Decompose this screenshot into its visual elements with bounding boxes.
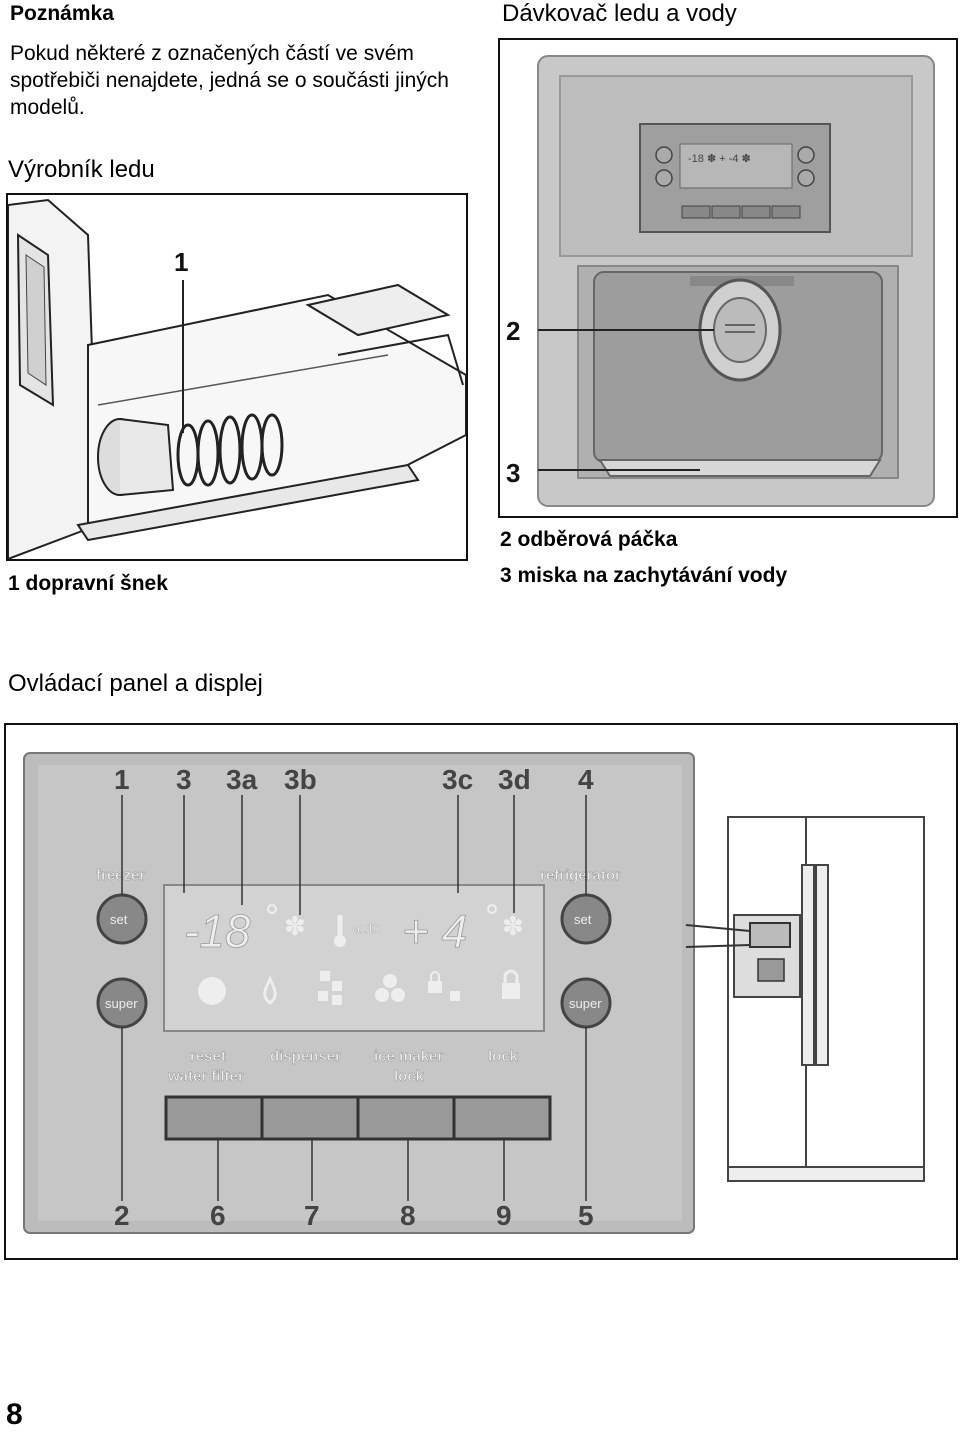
snowflake-icon-2: ✽ <box>502 911 524 941</box>
page-number: 8 <box>6 1398 23 1431</box>
auto-label: auto <box>352 920 381 937</box>
dispenser-title: Dávkovač ledu a vody <box>502 0 737 27</box>
note-title: Poznámka <box>10 2 114 25</box>
callout-1: 1 <box>174 247 188 277</box>
reset-water-filter-button[interactable] <box>164 1095 264 1141</box>
callout-2: 2 <box>506 316 520 346</box>
ice-maker-title: Výrobník ledu <box>8 156 155 183</box>
ice-cubes-icon <box>375 974 405 1002</box>
ice-lock-icon <box>428 971 460 1001</box>
ice-maker-label: ice maker <box>374 1048 443 1065</box>
reset-label: reset <box>190 1048 226 1065</box>
cp-callout-1: 1 <box>114 764 130 795</box>
fridge-super-button[interactable]: super <box>560 977 612 1029</box>
fridge-temp: + 4 <box>402 905 467 957</box>
freezer-set-label: set <box>110 912 128 927</box>
freezer-set-button[interactable]: set <box>96 893 148 945</box>
note-text: Pokud některé z označených částí ve svém… <box>10 42 449 119</box>
ice-maker-lock-label: lock <box>394 1068 425 1085</box>
lock-icon <box>502 969 520 999</box>
fridge-set-label: set <box>574 912 592 927</box>
freezer-super-button[interactable]: super <box>96 977 148 1029</box>
cp-callout-3: 3 <box>176 764 192 795</box>
ice-maker-lock-button[interactable] <box>356 1095 456 1141</box>
control-panel-title: Ovládací panel a displej <box>8 670 263 697</box>
mini-display-text: -18 ✽ + -4 ✽ <box>688 153 751 165</box>
cp-callout-5: 5 <box>578 1200 594 1231</box>
ice-maker-caption: 1 dopravní šnek <box>8 572 168 595</box>
cp-callout-3a: 3a <box>226 764 258 795</box>
lock-button[interactable] <box>452 1095 552 1141</box>
freezer-label: freezer <box>96 867 145 884</box>
dispenser-label: dispenser <box>270 1048 341 1065</box>
freezer-temp: -18 <box>184 905 251 957</box>
refrigerator-label: refrigerator <box>540 867 621 884</box>
cp-callout-3c: 3c <box>442 764 473 795</box>
dispenser-button[interactable] <box>260 1095 360 1141</box>
ice-crushed-icon <box>318 971 342 1005</box>
ice-maker-figure: 1 <box>6 193 468 561</box>
fridge-super-label: super <box>569 996 602 1011</box>
cp-callout-3b: 3b <box>284 764 317 795</box>
cp-callout-7: 7 <box>304 1200 320 1231</box>
cp-callout-4: 4 <box>578 764 594 795</box>
lock-label: lock <box>488 1048 519 1065</box>
water-filter-label: water filter <box>167 1068 244 1085</box>
callout-3: 3 <box>506 458 520 488</box>
water-drop-icon <box>263 975 277 1005</box>
cp-callout-8: 8 <box>400 1200 416 1231</box>
refrigerator-illustration <box>685 816 925 1182</box>
cp-callout-3d: 3d <box>498 764 531 795</box>
dispenser-illustration: -18 ✽ + -4 ✽ 2 3 <box>506 55 935 507</box>
snowflake-icon: ✽ <box>284 911 306 941</box>
fridge-set-button[interactable]: set <box>560 893 612 945</box>
cp-callout-9: 9 <box>496 1200 512 1231</box>
filter-icon <box>198 977 226 1005</box>
cp-callout-2: 2 <box>114 1200 130 1231</box>
ice-maker-illustration: 1 <box>8 198 466 559</box>
dispenser-caption-2: 2 odběrová páčka <box>500 528 678 551</box>
freezer-super-label: super <box>105 996 138 1011</box>
control-panel-figure: freezer refrigerator set super set super… <box>4 723 958 1260</box>
dispenser-figure: -18 ✽ + -4 ✽ 2 3 <box>498 38 958 518</box>
dispenser-caption-3: 3 miska na zachytávání vody <box>500 564 788 587</box>
control-panel-illustration: freezer refrigerator set super set super… <box>23 752 925 1234</box>
cp-callout-6: 6 <box>210 1200 226 1231</box>
